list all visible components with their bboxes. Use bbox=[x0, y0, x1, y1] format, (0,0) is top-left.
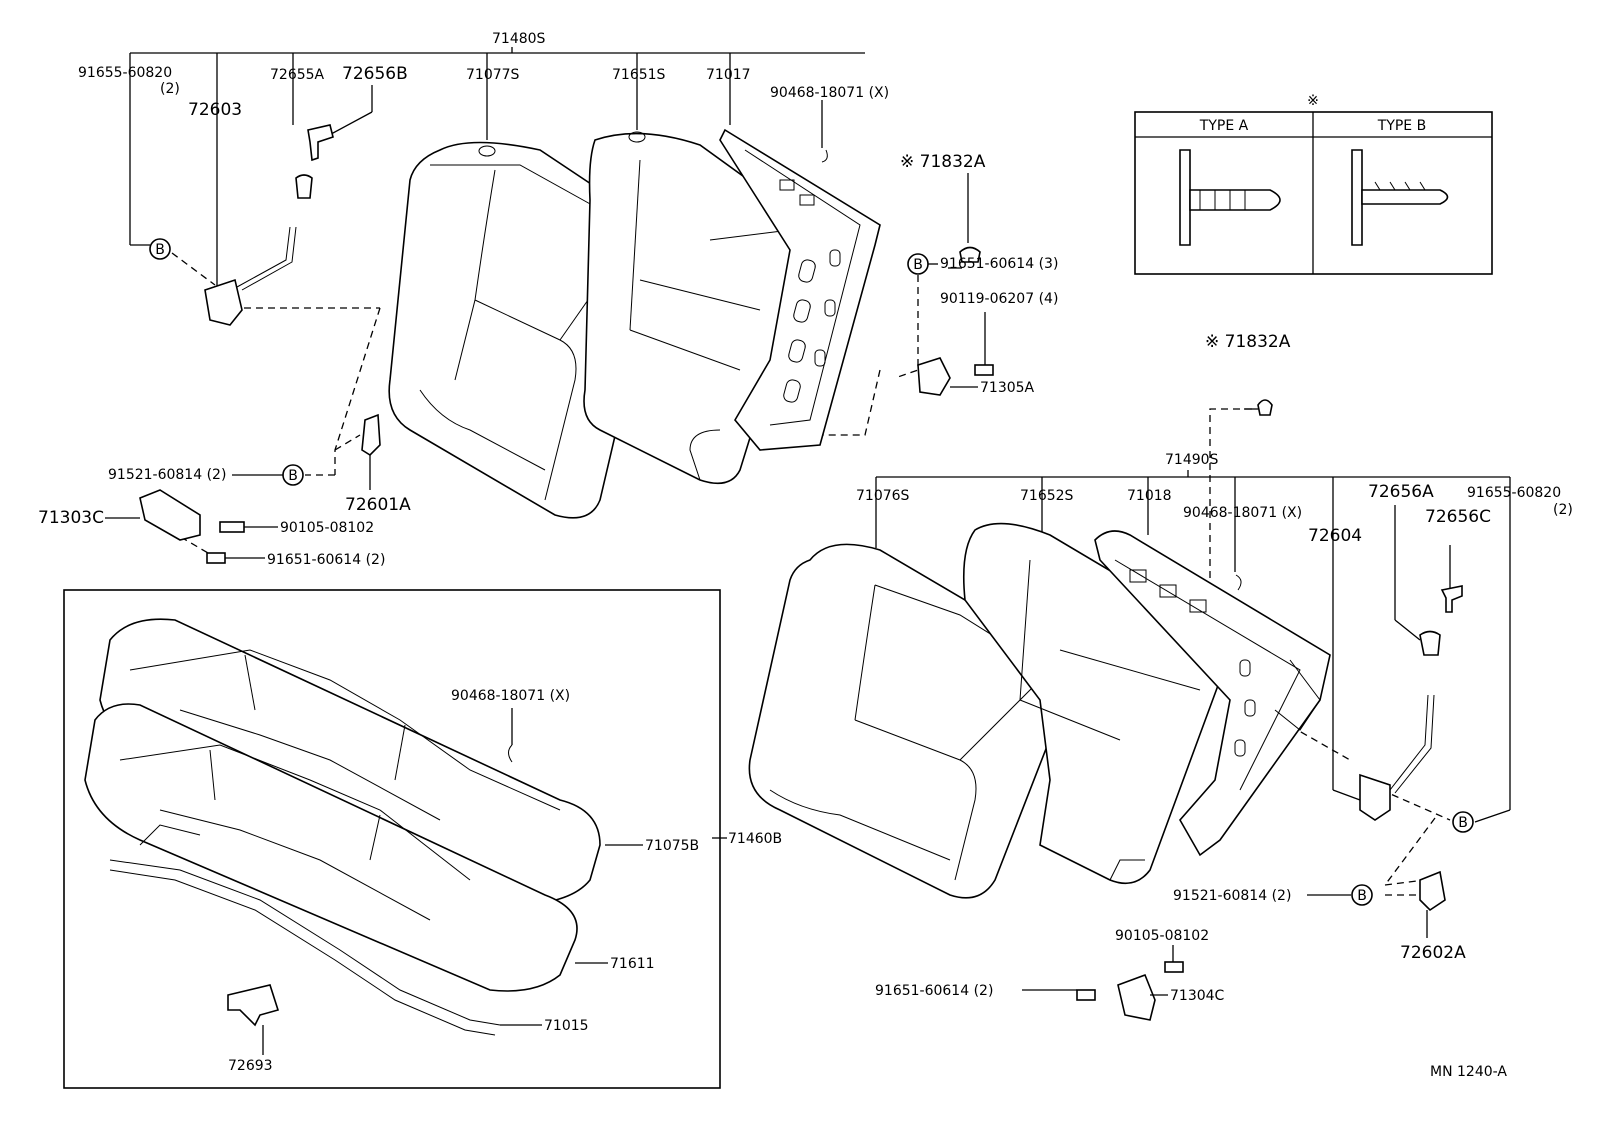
cushion-box bbox=[63, 589, 721, 1089]
part-number-label: 91521-60814 (2) bbox=[1173, 888, 1291, 904]
upper-left-leaders bbox=[129, 47, 865, 290]
part-number-label: 71460B bbox=[728, 831, 782, 847]
part-number-label: 72656B bbox=[342, 64, 408, 84]
circle-b-letter: B bbox=[288, 468, 298, 484]
part-number-label: 71303C bbox=[38, 508, 104, 528]
legend-mark: ※ bbox=[1307, 93, 1319, 109]
part-number-label: (2) bbox=[160, 81, 180, 97]
part-number-label: 72656C bbox=[1425, 507, 1491, 527]
circle-b-letter: B bbox=[913, 257, 923, 273]
part-number-label: 71480S bbox=[492, 31, 546, 47]
part-number-label: (2) bbox=[1553, 502, 1573, 518]
part-number-label: 90105-08102 bbox=[280, 520, 374, 536]
part-number-label: 72601A bbox=[345, 495, 411, 515]
seat-back-frame-71017 bbox=[719, 128, 881, 451]
diagram-id: MN 1240-A bbox=[1430, 1064, 1507, 1080]
part-number-label: 71490S bbox=[1165, 452, 1219, 468]
part-number-label: 71304C bbox=[1170, 988, 1225, 1004]
type-b-clip-icon bbox=[1351, 149, 1363, 246]
part-number-label: 91521-60814 (2) bbox=[108, 467, 226, 483]
upper-left-dashed bbox=[159, 252, 919, 558]
part-number-label: 71652S bbox=[1020, 488, 1074, 504]
part-number-label: 90468-18071 (X) bbox=[451, 688, 570, 704]
circle-b-letter: B bbox=[155, 242, 165, 258]
part-number-label: 72604 bbox=[1308, 526, 1362, 546]
part-number-label: 71017 bbox=[706, 67, 751, 83]
lower-right-leaders bbox=[875, 470, 1511, 823]
seat-back-frame-71018 bbox=[1094, 530, 1331, 857]
type-a-clip-icon bbox=[1179, 149, 1191, 246]
legend-type-a: TYPE A bbox=[1199, 118, 1249, 134]
part-number-label: 72603 bbox=[188, 100, 242, 120]
part-number-label: 90119-06207 (4) bbox=[940, 291, 1058, 307]
part-number-label: 90468-18071 (X) bbox=[770, 85, 889, 101]
part-number-label: 72656A bbox=[1368, 482, 1434, 502]
part-number-label: 71651S bbox=[612, 67, 666, 83]
part-number-label: 71076S bbox=[856, 488, 910, 504]
labels: B B B B B 71480S 91655-60820 (2) 72603 7… bbox=[38, 31, 1573, 1080]
lower-right-hardware bbox=[1076, 399, 1463, 1021]
part-number-label: 72655A bbox=[270, 67, 325, 83]
legend-box bbox=[1134, 111, 1493, 275]
part-number-label: 90105-08102 bbox=[1115, 928, 1209, 944]
part-number-label: ※ 71832A bbox=[900, 152, 986, 172]
misc-leaders bbox=[105, 173, 986, 1055]
part-number-label: 71075B bbox=[645, 838, 699, 854]
part-number-label: 91655-60820 bbox=[78, 65, 172, 81]
legend-type-b: TYPE B bbox=[1377, 118, 1426, 134]
part-number-label: 72602A bbox=[1400, 943, 1466, 963]
circle-b-letter: B bbox=[1458, 815, 1468, 831]
upper-left-hardware bbox=[139, 124, 994, 564]
part-number-label: 71611 bbox=[610, 956, 655, 972]
part-number-label: ※ 71832A bbox=[1205, 332, 1291, 352]
part-number-label: 71015 bbox=[544, 1018, 589, 1034]
part-number-label: 91651-60614 (2) bbox=[875, 983, 993, 999]
part-number-label: 91651-60614 (3) bbox=[940, 256, 1058, 272]
part-number-label: 90468-18071 (X) bbox=[1183, 505, 1302, 521]
part-number-label: 71077S bbox=[466, 67, 520, 83]
part-number-label: 71305A bbox=[980, 380, 1035, 396]
circle-b-letter: B bbox=[1357, 888, 1367, 904]
part-number-label: 91651-60614 (2) bbox=[267, 552, 385, 568]
part-number-label: 71018 bbox=[1127, 488, 1172, 504]
part-number-label: 72693 bbox=[228, 1058, 273, 1074]
circle-b-markers bbox=[149, 238, 1474, 906]
part-number-label: 91655-60820 bbox=[1467, 485, 1561, 501]
